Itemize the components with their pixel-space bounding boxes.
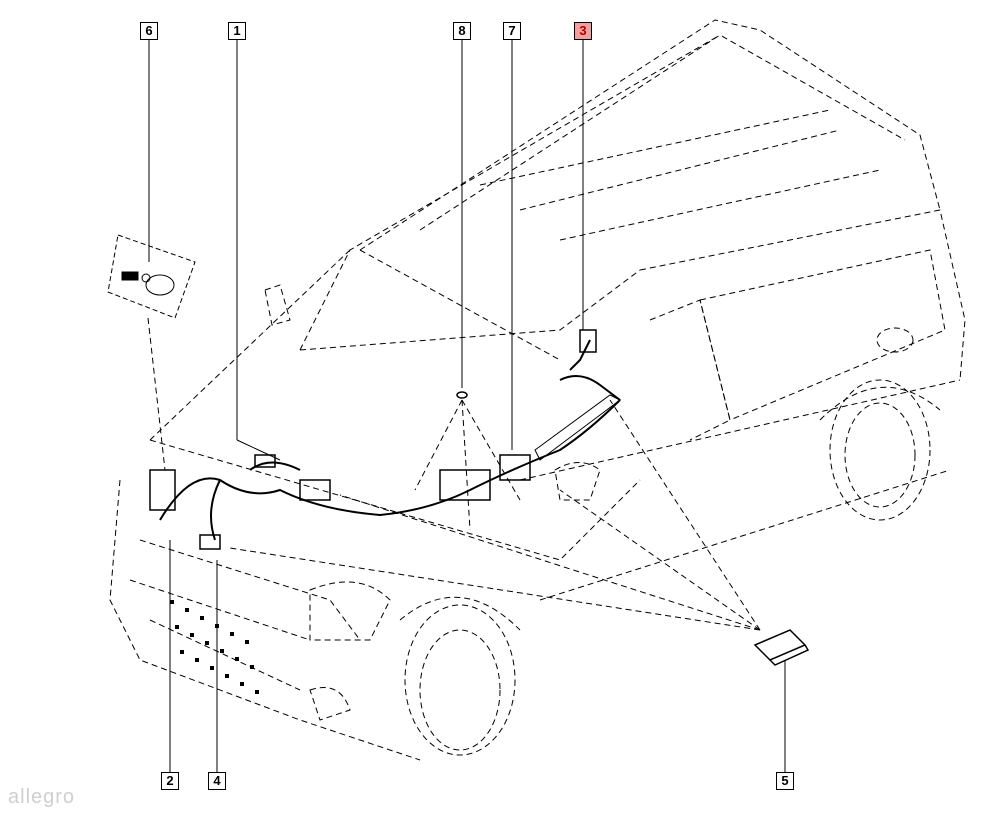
- fastener: [456, 391, 468, 399]
- callout-7[interactable]: 7: [503, 22, 521, 40]
- callout-2[interactable]: 2: [161, 772, 179, 790]
- callout-8[interactable]: 8: [453, 22, 471, 40]
- inset-detail: [107, 234, 196, 319]
- callout-lines: [148, 40, 786, 772]
- vehicle-outline: [109, 19, 966, 761]
- callout-3[interactable]: 3: [574, 22, 592, 40]
- watermark: allegro: [8, 786, 76, 808]
- callout-6[interactable]: 6: [140, 22, 158, 40]
- callout-5[interactable]: 5: [776, 772, 794, 790]
- callout-4[interactable]: 4: [208, 772, 226, 790]
- wiring-harness: [149, 329, 621, 550]
- leader-lines: [147, 249, 761, 631]
- ground-tag: [753, 629, 810, 666]
- callout-1[interactable]: 1: [228, 22, 246, 40]
- grille-pattern: [170, 600, 259, 694]
